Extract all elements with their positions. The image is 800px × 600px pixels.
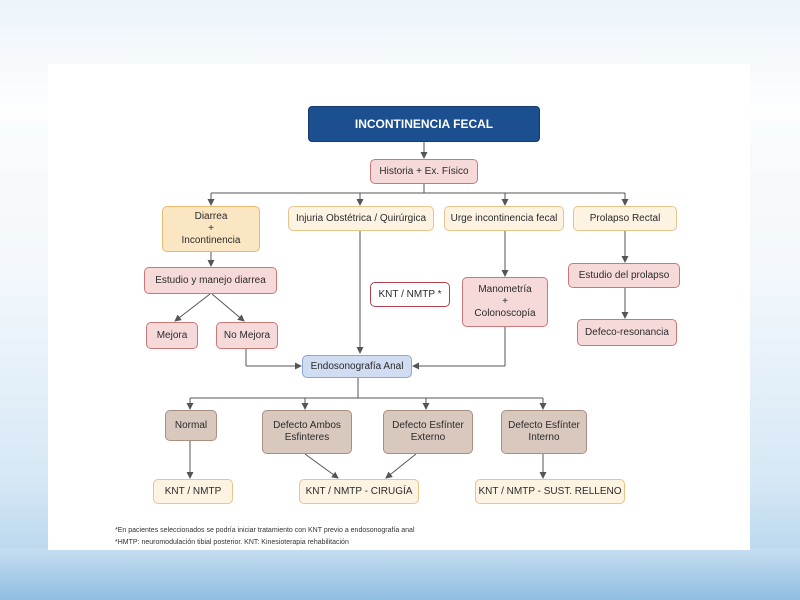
- footnote-1: *En pacientes seleccionados se podría in…: [115, 527, 415, 534]
- node-defecto-interno-line-1: Defecto Esfínter: [508, 420, 580, 431]
- diagram-panel: [48, 64, 750, 550]
- node-defecto-externo-line-1: Defecto Esfínter: [392, 420, 464, 431]
- node-estudio-diarrea: Estudio y manejo diarrea: [144, 267, 277, 294]
- node-prolapso: Prolapso Rectal: [573, 206, 677, 231]
- node-diarrea-line-3: Incontinencia: [181, 235, 241, 246]
- node-defecto-ambos-line-1: Defecto Ambos: [273, 420, 341, 431]
- node-no-mejora: No Mejora: [216, 322, 278, 349]
- node-endosonografia: Endosonografía Anal: [302, 355, 412, 378]
- footnote-2: *HMTP: neuromodulación tibial posterior.…: [115, 539, 349, 546]
- node-defecto-interno-line-2: Interno: [528, 432, 560, 443]
- node-diarrea-line-2: +: [208, 223, 214, 234]
- node-defecto-externo: Defecto Esfínter Externo: [383, 410, 473, 454]
- node-diarrea-incontinencia: Diarrea + Incontinencia: [162, 206, 260, 252]
- node-defecto-interno: Defecto Esfínter Interno: [501, 410, 587, 454]
- output-relleno: KNT / NMTP - SUST. RELLENO: [475, 479, 625, 504]
- node-manometria: Manometría + Colonoscopía: [462, 277, 548, 327]
- node-defecto-ambos-line-2: Esfinteres: [284, 432, 330, 443]
- output-cirugia: KNT / NMTP - CIRUGÍA: [299, 479, 419, 504]
- node-manometria-line-3: Colonoscopía: [474, 308, 536, 319]
- background-bottom: [0, 548, 800, 600]
- node-injuria: Injuria Obstétrica / Quirúrgica: [288, 206, 434, 231]
- node-defecto-ambos: Defecto Ambos Esfinteres: [262, 410, 352, 454]
- node-urge: Urge incontinencia fecal: [444, 206, 564, 231]
- node-historia: Historia + Ex. Físico: [370, 159, 478, 184]
- node-defeco-resonancia: Defeco-resonancia: [577, 319, 677, 346]
- node-diarrea-line-1: Diarrea: [194, 211, 228, 222]
- node-estudio-prolapso: Estudio del prolapso: [568, 263, 680, 288]
- node-normal: Normal: [165, 410, 217, 441]
- node-defecto-externo-line-2: Externo: [410, 432, 446, 443]
- node-mejora: Mejora: [146, 322, 198, 349]
- node-knt-star: KNT / NMTP *: [370, 282, 450, 307]
- diagram-title: INCONTINENCIA FECAL: [308, 106, 540, 142]
- output-knt: KNT / NMTP: [153, 479, 233, 504]
- node-manometria-line-2: +: [502, 296, 508, 307]
- node-manometria-line-1: Manometría: [478, 284, 532, 295]
